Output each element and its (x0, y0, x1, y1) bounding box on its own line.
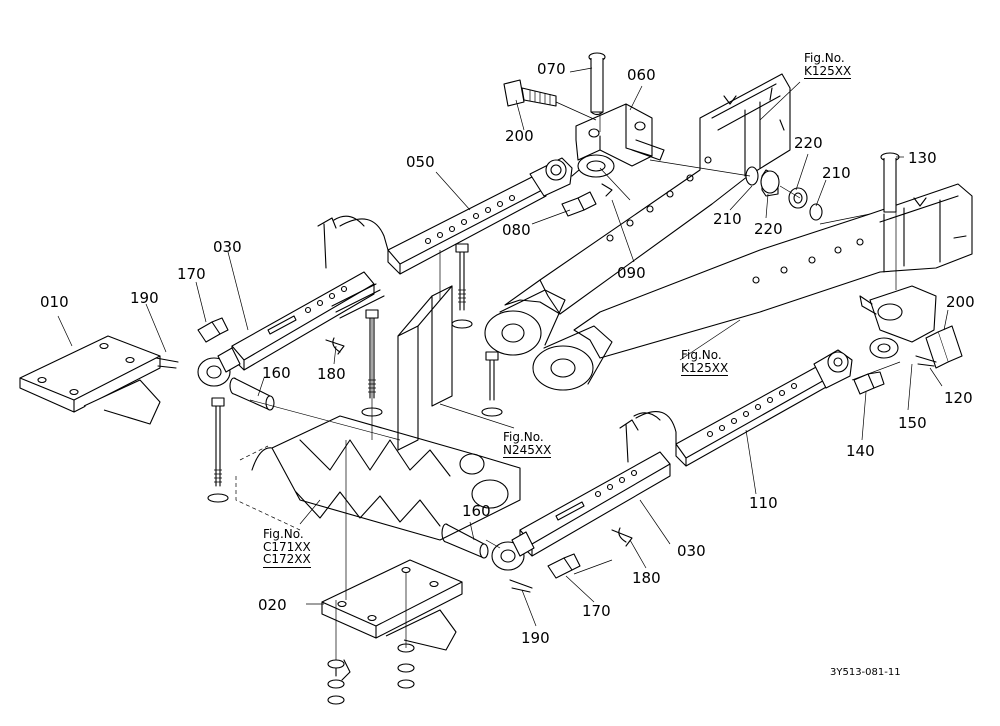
part-label-050: 050 (406, 153, 435, 171)
part-label-020: 020 (258, 596, 287, 614)
part-label-190: 190 (521, 629, 550, 647)
part-label-010: 010 (40, 293, 69, 311)
assembly-lines (219, 101, 901, 660)
part-label-090: 090 (617, 264, 646, 282)
part-label-080: 080 (502, 221, 531, 239)
plate-020 (321, 559, 463, 651)
part-label-110: 110 (749, 494, 778, 512)
clips (155, 183, 937, 593)
part-label-060: 060 (627, 66, 656, 84)
pin-070 (588, 52, 606, 116)
part-label-200: 200 (505, 127, 534, 145)
part-label-220: 220 (794, 134, 823, 152)
part-label-120: 120 (944, 389, 973, 407)
part-label-030: 030 (677, 542, 706, 560)
upper-lift-arm (484, 73, 791, 356)
leaders (57, 67, 949, 627)
top-link-050 (387, 157, 587, 275)
part-label-180: 180 (317, 365, 346, 383)
bracket-right-lower (859, 285, 963, 369)
part-label-220: 220 (754, 220, 783, 238)
part-label-140: 140 (846, 442, 875, 460)
bolt-170-lower (547, 553, 581, 579)
figure-ref-c171: Fig.No. C171XX C172XX (263, 527, 311, 568)
figure-ref-n245: Fig.No. N245XX (503, 430, 552, 459)
plate-010 (19, 335, 161, 425)
drawing-code: 3Y513-081-11 (830, 667, 901, 678)
bolt-170-upper (197, 317, 229, 343)
lower-lift-arm (532, 183, 973, 391)
figure-ref-k125-mid: Fig.No. K125XX (681, 348, 729, 377)
part-label-070: 070 (537, 60, 566, 78)
center-frame (235, 285, 521, 541)
part-label-030: 030 (213, 238, 242, 256)
part-label-180: 180 (632, 569, 661, 587)
turnbuckle-030-upper (197, 215, 375, 387)
part-label-160: 160 (262, 364, 291, 382)
pin-160-lower (441, 523, 489, 559)
part-label-210: 210 (822, 164, 851, 182)
part-label-200: 200 (946, 293, 975, 311)
part-label-130: 130 (908, 149, 937, 167)
vertical-bolts (207, 243, 503, 705)
part-label-160: 160 (462, 502, 491, 520)
pin-130 (880, 152, 900, 213)
part-label-150: 150 (898, 414, 927, 432)
part-label-210: 210 (713, 210, 742, 228)
pin-160-upper (229, 377, 275, 411)
figure-ref-k125-top: Fig.No. K125XX (804, 51, 852, 80)
part-label-190: 190 (130, 289, 159, 307)
bushings-top (745, 166, 823, 221)
chains (331, 218, 677, 445)
bolt-200-top (503, 79, 557, 107)
lower-link-110 (675, 349, 885, 467)
part-label-170: 170 (177, 265, 206, 283)
turnbuckle-030-lower (491, 412, 671, 571)
part-label-170: 170 (582, 602, 611, 620)
ball-joint-top (561, 154, 615, 217)
